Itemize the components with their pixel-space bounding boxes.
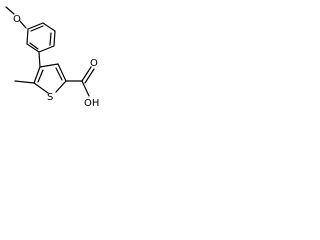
thiophene-s-c2 bbox=[33, 82, 49, 94]
aryl-thiophene-bond bbox=[38, 51, 41, 68]
thiophene-c3-c4 bbox=[39, 63, 59, 68]
methyl-o-bond bbox=[5, 6, 15, 15]
methoxy-oxygen-label: O bbox=[13, 14, 21, 25]
hydroxyl-label: OH bbox=[84, 98, 99, 109]
carbonyl-double-bond-2 bbox=[84, 68, 95, 84]
thiophene-c2-c3-double bbox=[37, 69, 44, 83]
thiophene-c4-c5 bbox=[57, 63, 67, 82]
thiophene-c4-c5-double bbox=[55, 67, 63, 81]
thiophene-c5-s bbox=[55, 80, 67, 93]
thiophene-c2-c3 bbox=[33, 66, 41, 84]
c-oh-bond bbox=[81, 80, 90, 97]
methyl-bond bbox=[14, 80, 35, 84]
benzene-ring bbox=[26, 22, 56, 53]
benzene-double-bond-1 bbox=[30, 25, 44, 32]
sulfur-label: S bbox=[47, 92, 53, 103]
carbonyl-double-bond-1 bbox=[81, 66, 92, 82]
benzene-double-bond-3 bbox=[29, 42, 39, 50]
carbonyl-oxygen-label: O bbox=[90, 58, 98, 69]
o-aryl-bond bbox=[19, 20, 27, 29]
chemical-structure-diagram: O S O OH bbox=[5, 6, 99, 109]
benzene-double-bond-2 bbox=[49, 32, 52, 46]
